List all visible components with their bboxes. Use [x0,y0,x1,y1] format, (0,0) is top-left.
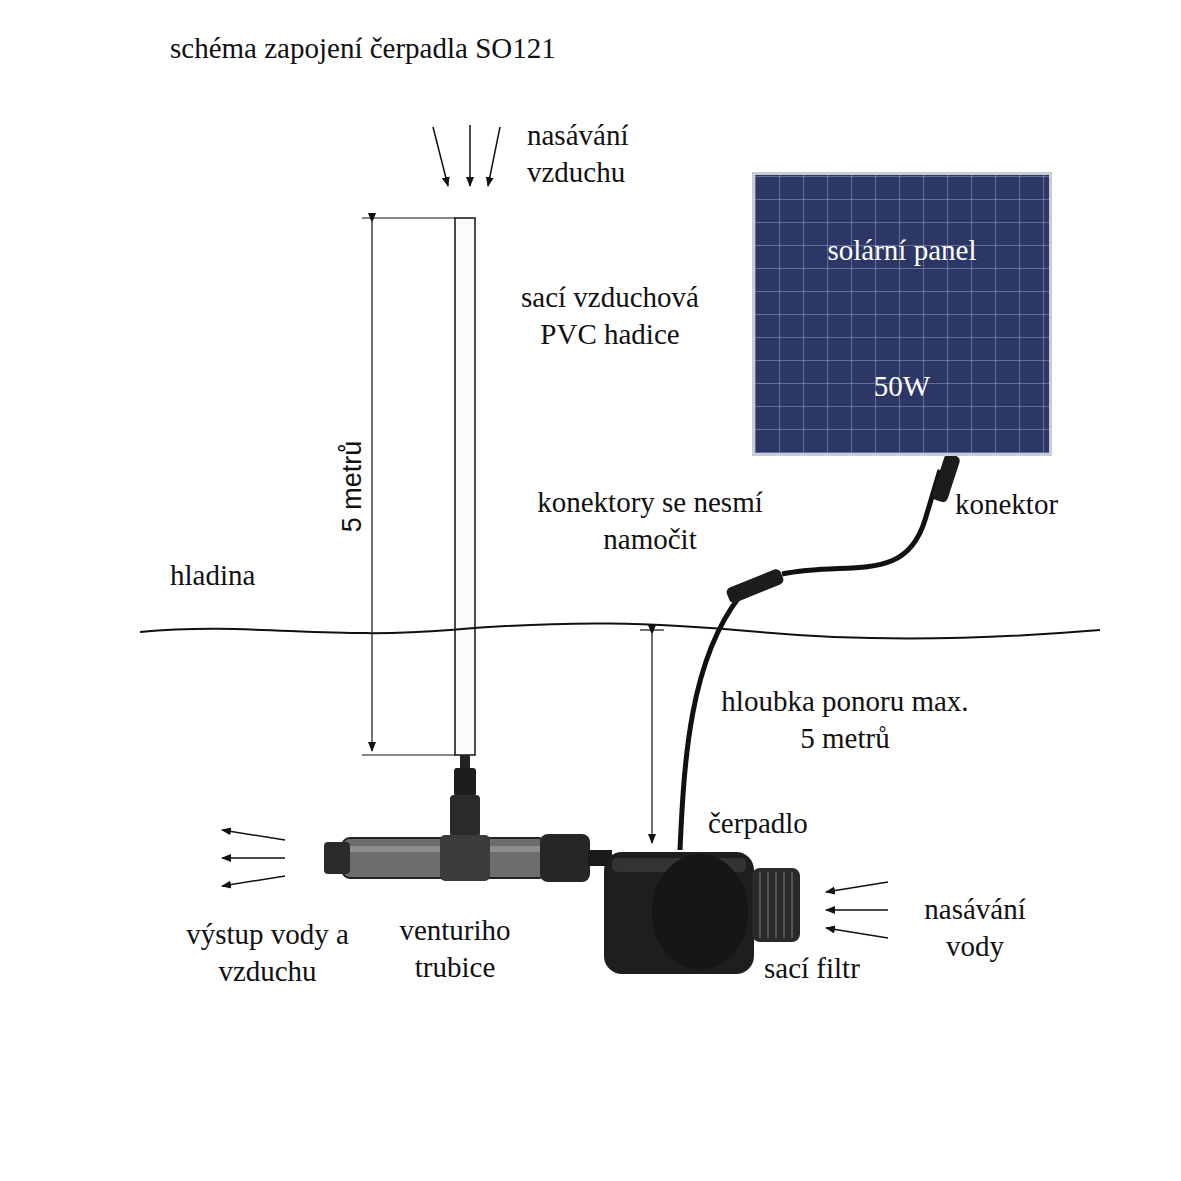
annotation-label: čerpadlo [708,805,858,842]
water-surface [140,623,1100,638]
annotation-label: nasávání vzduchu [527,117,677,191]
air-arrows [433,125,500,186]
annotation-label: sací vzduchová PVC hadice [490,279,730,353]
annotation-label: venturiho trubice [375,912,535,986]
length-dimension [362,218,455,755]
annotation-label: konektory se nesmí namočit [500,484,800,558]
annotation-label: výstup vody a vzduchu [140,916,395,990]
solar-panel: solární panel 50W [752,172,1052,456]
depth-dimension [640,630,664,843]
air-hose [455,218,475,755]
water-arrows [826,882,888,938]
panel-text: 50W [755,367,1049,405]
annotation-label: konektor [955,486,1115,523]
panel-text: solární panel [755,231,1049,269]
annotation-label: hloubka ponoru max. 5 metrů [720,683,970,757]
dimension-label: 5 metrů [334,417,371,557]
cable [782,470,940,574]
output-arrows [222,830,285,886]
annotation-label: sací filtr [764,950,914,987]
cable-connector [725,568,785,605]
annotation-label: hladina [170,557,320,594]
diagram-title: schéma zapojení čerpadla SO121 [170,30,556,67]
venturi-tube [324,755,612,882]
annotation-label: nasávání vody [900,891,1050,965]
